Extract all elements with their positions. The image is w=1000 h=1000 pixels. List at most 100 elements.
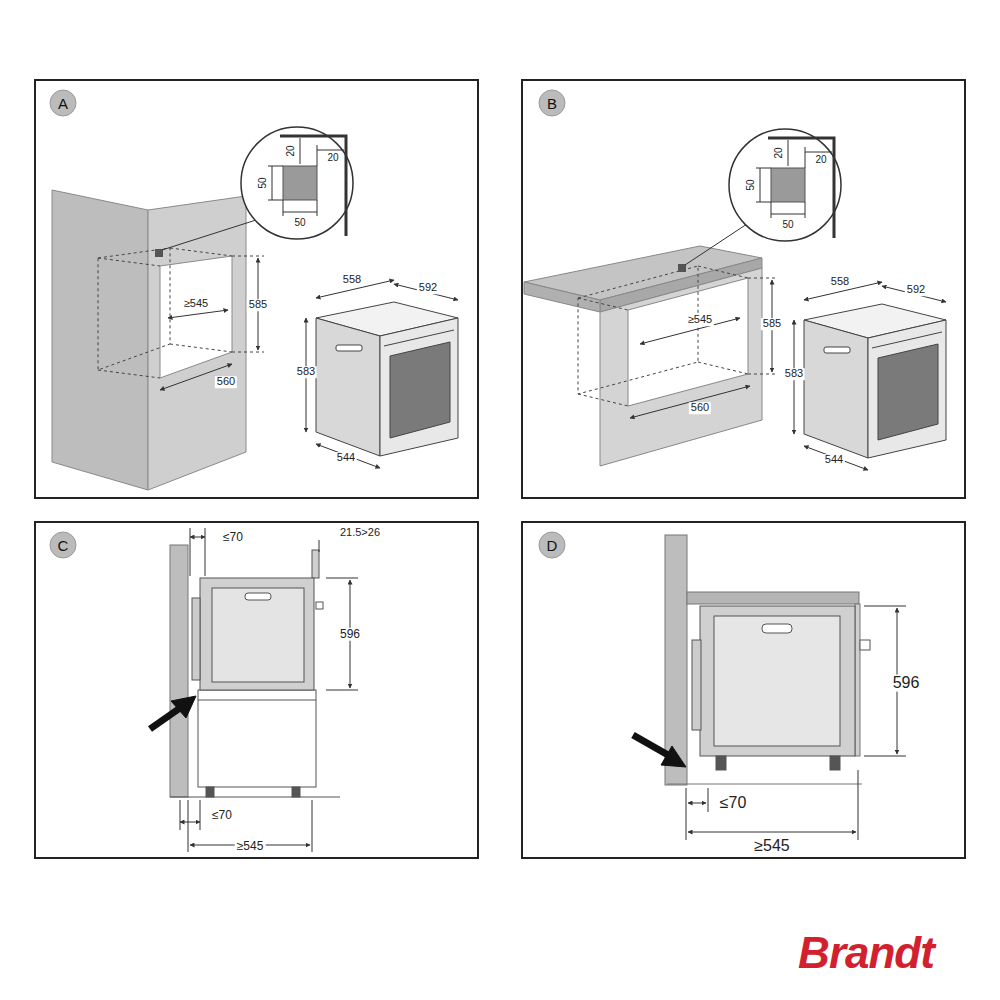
dimension-label: 21.5>26: [338, 527, 382, 539]
niche-outline: [170, 344, 232, 352]
dimension-label: 583: [295, 366, 317, 378]
dimension-line: [864, 606, 906, 607]
oven-side-view: [762, 624, 792, 633]
countertop-section: [687, 592, 859, 604]
dimension-line: [190, 537, 205, 538]
oven-illustration: [316, 318, 380, 456]
pointer-arrow: [633, 735, 668, 755]
pointer-arrow: [633, 735, 686, 767]
panel-frame: [35, 80, 965, 858]
dimension-line: [168, 310, 228, 318]
dimension-line: [708, 788, 709, 812]
dimension-label: 20: [813, 155, 828, 166]
oven-side-view: [316, 602, 323, 609]
oven-illustration: [336, 345, 362, 351]
callout-detail: [280, 136, 346, 236]
cabinet-section: [312, 550, 319, 578]
dimension-label: ≤70: [210, 809, 234, 822]
dimension-label: 560: [215, 376, 237, 388]
dimension-line: [326, 578, 358, 579]
badge-circle: [539, 90, 565, 116]
oven-side-view: [716, 756, 726, 770]
pointer-arrow: [171, 696, 196, 718]
dimension-label: 50: [780, 220, 795, 231]
cabinet-section: [170, 797, 340, 798]
base-cabinet: [600, 268, 762, 466]
oven-side-view: [212, 588, 304, 682]
dimension-label: ≤70: [718, 795, 749, 812]
countertop-section: [855, 604, 860, 756]
niche-outline: [98, 370, 160, 378]
dimension-label: 20: [774, 145, 785, 160]
pointer-arrow: [150, 696, 196, 729]
dimension-label: 558: [341, 274, 363, 286]
dimension-label: 50: [746, 177, 757, 192]
leader-line: [162, 220, 256, 250]
dimension-line: [858, 770, 859, 840]
countertop: [524, 282, 600, 312]
niche-outline: [578, 266, 698, 394]
dimension-label: 592: [905, 284, 927, 296]
panel-letter-badge: A: [49, 89, 77, 117]
callout-detail: [317, 200, 318, 216]
cabinet-section: [292, 787, 300, 797]
callout-detail: [241, 127, 353, 239]
niche-outline: [698, 266, 748, 278]
niche-outline: [748, 374, 778, 375]
dimension-label: 544: [335, 452, 357, 464]
callout-detail: [268, 200, 283, 201]
dimension-label: ≥545: [686, 314, 714, 326]
callout-detail: [317, 145, 318, 166]
niche-outline: [170, 248, 232, 256]
oven-side-view: [692, 606, 870, 770]
oven-side-view: [692, 640, 701, 730]
dimension-label: 585: [247, 299, 269, 311]
base-cabinet: [628, 278, 748, 406]
oven-illustration: [316, 444, 380, 468]
oven-side-view: [700, 606, 855, 756]
panel-letter: A: [58, 96, 68, 111]
cabinet-section: [170, 550, 340, 797]
dimension-line: [688, 803, 706, 804]
column-cabinet: [52, 190, 148, 490]
panel-frame: [35, 522, 478, 858]
column-cabinet: [160, 256, 232, 378]
dimension-line: [190, 528, 191, 576]
callout-detail: [268, 166, 283, 167]
dimension-line: [326, 690, 358, 691]
oven-illustration: [794, 282, 946, 470]
oven-illustration: [384, 330, 454, 346]
dimension-label: 558: [829, 276, 851, 288]
wall-section: [170, 545, 188, 797]
oven-side-view: [245, 593, 271, 600]
dimension-line: [688, 832, 856, 833]
oven-side-view: [714, 616, 840, 746]
panel-frame: [35, 80, 478, 498]
badge-circle: [50, 90, 76, 116]
dimension-line: [864, 756, 906, 757]
dimension-label: 560: [689, 402, 711, 414]
dimension-label: 544: [823, 454, 845, 466]
dimension-line: [180, 800, 181, 830]
callout-detail: [300, 138, 301, 164]
pointer-arrow: [150, 708, 180, 729]
oven-illustration: [380, 318, 458, 456]
panel-letter-badge: C: [49, 531, 77, 559]
cabinet-section: [198, 700, 316, 701]
dimension-line: [312, 800, 313, 852]
oven-side-view: [860, 640, 870, 650]
panel-letter-badge: B: [538, 89, 566, 117]
niche-outline: [232, 352, 264, 353]
dimension-label: 592: [417, 282, 439, 294]
brand-logo: Brandt: [796, 930, 936, 976]
dimension-label: ≥545: [182, 298, 210, 310]
vent-cutout: [155, 249, 163, 257]
dimension-label: ≥545: [235, 840, 266, 853]
niche-outline: [698, 362, 748, 374]
callout-detail: [272, 166, 273, 200]
oven-side-view: [192, 578, 323, 690]
callout-detail: [317, 150, 344, 151]
vent-cutout: [678, 264, 686, 272]
